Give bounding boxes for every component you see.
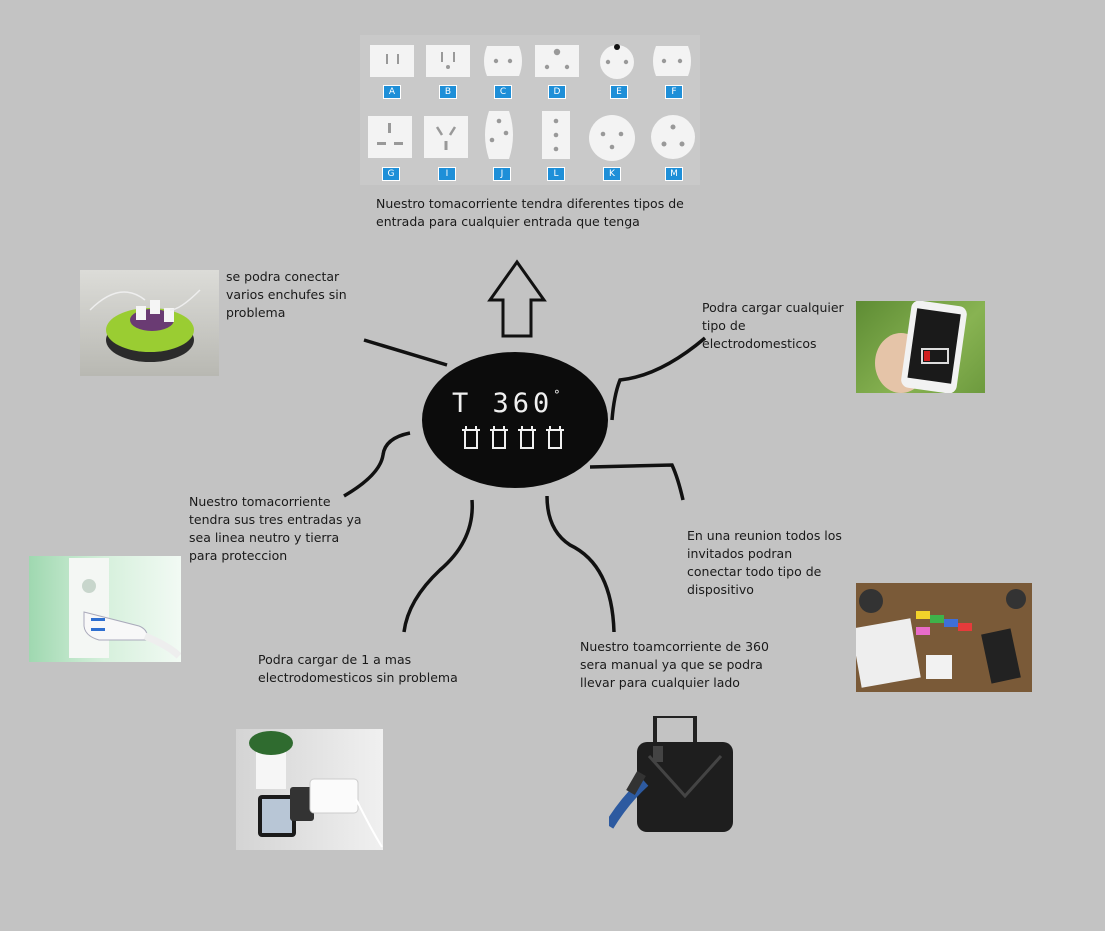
plug-label-f: F [665, 85, 683, 99]
note-top-right: Podra cargar cualquier tipo de electrodo… [702, 300, 844, 351]
plug-label-g: G [382, 167, 400, 181]
plug-label-e: E [610, 85, 628, 99]
logo-text: T 360° [452, 388, 565, 419]
photo-power-strip [80, 270, 219, 376]
plug-type-a-icon [370, 45, 414, 77]
plug-types-panel: A B C D E F G I J L K M [360, 35, 700, 185]
up-arrow-icon [487, 259, 547, 338]
plug-label-b: B [439, 85, 457, 99]
plug-type-j-icon [485, 111, 513, 159]
plug-label-c: C [494, 85, 512, 99]
note-top-left: se podra conectar varios enchufes sin pr… [226, 269, 347, 320]
photo-power-bank [236, 729, 383, 850]
plug-label-m: M [665, 167, 683, 181]
note-bottom-right: Nuestro toamcorriente de 360 sera manual… [580, 639, 769, 690]
logo-title: T 360 [452, 388, 554, 419]
connector-top-right [610, 336, 707, 421]
photo-phone-battery [856, 301, 985, 393]
photo-meeting [856, 583, 1032, 692]
connector-top-left [363, 338, 448, 367]
plug-label-l: L [547, 167, 565, 181]
plug-type-k-icon [589, 115, 635, 161]
plug-type-l-icon [542, 111, 570, 159]
plug-label-k: K [603, 167, 621, 181]
connector-mid-left [343, 431, 411, 498]
plug-prongs-icon [462, 426, 564, 449]
center-logo: T 360° [422, 352, 608, 488]
plug-type-f-icon [653, 46, 691, 76]
plug-type-i-icon [424, 116, 468, 158]
logo-degree: ° [553, 388, 565, 402]
plug-label-i: I [438, 167, 456, 181]
connector-bottom-left [402, 499, 474, 633]
plug-label-a: A [383, 85, 401, 99]
plug-type-m-icon [651, 115, 695, 159]
note-mid-right: En una reunion todos los invitados podra… [687, 528, 842, 597]
plug-type-b-icon [426, 45, 470, 77]
plug-type-c-icon [484, 46, 522, 76]
plug-label-d: D [548, 85, 566, 99]
plug-type-e-icon [600, 44, 634, 79]
plug-type-g-icon [368, 116, 412, 158]
photo-suitcase [609, 716, 741, 832]
note-bottom-left: Podra cargar de 1 a mas electrodomestico… [258, 652, 458, 685]
plug-type-d-icon [535, 45, 579, 77]
note-top: Nuestro tomacorriente tendra diferentes … [376, 196, 684, 229]
connector-mid-right [589, 463, 685, 501]
note-mid-left: Nuestro tomacorriente tendra sus tres en… [189, 494, 362, 563]
photo-wall-plug [29, 556, 181, 662]
plug-label-j: J [493, 167, 511, 181]
connector-bottom-right [545, 495, 616, 633]
